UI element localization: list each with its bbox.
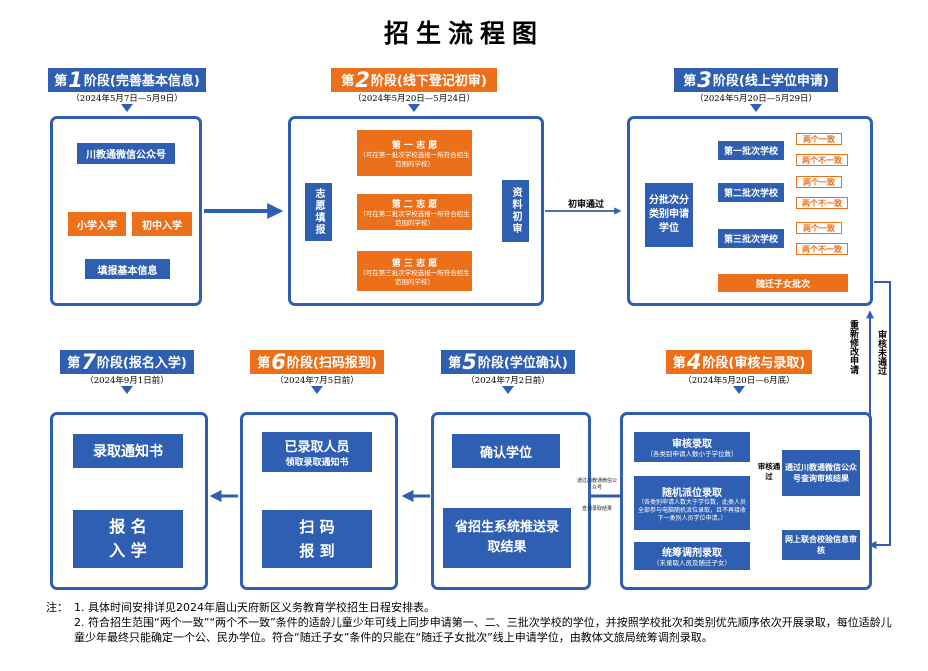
batch-2-notsame-box: 两个不一致 bbox=[796, 197, 848, 209]
first-choice-title: 第 一 志 愿 bbox=[391, 140, 438, 151]
wechat-query-hint-2: 查询录取结果 bbox=[581, 506, 612, 512]
volunteer-fill-box: 志愿填报 bbox=[305, 183, 332, 241]
review-pass-label: 审核通过 bbox=[757, 462, 781, 481]
batch-1-notsame-box: 两个不一致 bbox=[796, 154, 848, 166]
batch-2-box: 第二批次学校 bbox=[718, 183, 784, 202]
admitted-people-label: 已录取人员 bbox=[284, 440, 350, 455]
phase-7-pointer bbox=[121, 386, 133, 394]
review-admit-title: 审核录取 bbox=[672, 439, 712, 450]
scan-report-box: 扫 码 报 到 bbox=[262, 510, 372, 568]
phase-5-header: 第5阶段(学位确认) bbox=[441, 350, 575, 374]
push-result-box: 省招生系统推送录取结果 bbox=[443, 508, 571, 568]
allocate-admit-title: 统筹调剂录取 bbox=[662, 548, 722, 559]
report-label: 报 到 bbox=[299, 542, 335, 560]
review-failed-label: 审核未通过 bbox=[876, 330, 886, 375]
phase-3-date: （2024年5月20日—5月29日） bbox=[694, 94, 818, 104]
phase-7-date: （2024年9月1日前） bbox=[85, 376, 169, 386]
phase-4-header: 第4阶段(审核与录取) bbox=[666, 350, 812, 374]
pass-review-label: 初审通过 bbox=[567, 200, 604, 210]
register-enroll-box: 报 名 入 学 bbox=[73, 510, 183, 568]
collect-notice-label: 领取录取通知书 bbox=[285, 458, 349, 468]
wechat-query-hint: 通过川教通微信公众号 查询录取结果 bbox=[575, 478, 619, 513]
allocate-admit-desc: （未录取人员及随迁子女） bbox=[653, 559, 731, 567]
batch-2-same-box: 两个一致 bbox=[796, 176, 842, 188]
third-choice-desc: （可在第三批次学校选报一所符合招生范围的学校） bbox=[359, 268, 470, 286]
phase-6-header: 第6阶段(扫码报到) bbox=[250, 350, 384, 374]
phase-3-header: 第3阶段(线上学位申请) bbox=[674, 68, 838, 92]
phase-4-pointer bbox=[733, 386, 745, 394]
second-choice-desc: （可在第二批次学校选报一所符合招生范围的学校） bbox=[359, 209, 470, 227]
phase-3-pointer bbox=[750, 104, 762, 112]
phase-2-date: （2024年5月20日—5月24日） bbox=[352, 94, 476, 104]
online-verify-box: 网上联合校验信息审核 bbox=[782, 530, 860, 560]
batch-apply-box: 分批次分类别申请学位 bbox=[645, 183, 693, 247]
lottery-admit-box: 随机派位录取 （各类别申请人数大于学位数，此类人员全部参与电脑随机派位录取，且不… bbox=[634, 476, 750, 530]
scan-label: 扫 码 bbox=[299, 518, 335, 536]
batch-3-box: 第三批次学校 bbox=[718, 229, 784, 248]
phase-7-header: 第7阶段(报名入学) bbox=[60, 350, 194, 374]
second-choice-title: 第 二 志 愿 bbox=[391, 199, 438, 210]
register-label: 报 名 bbox=[109, 517, 147, 536]
resubmit-label: 重新修改申请 bbox=[848, 320, 858, 374]
allocate-admit-box: 统筹调剂录取 （未录取人员及随迁子女） bbox=[634, 542, 750, 570]
phase-1-header: 第1阶段(完善基本信息) bbox=[48, 68, 206, 92]
third-choice-box: 第 三 志 愿 （可在第三批次学校选报一所符合招生范围的学校） bbox=[357, 251, 472, 291]
lottery-admit-desc: （各类别申请人数大于学位数，此类人员全部参与电脑随机派位录取，且不再接收下一类别… bbox=[638, 498, 747, 522]
primary-school-box: 小学入学 bbox=[68, 212, 126, 236]
batch-3-notsame-box: 两个不一致 bbox=[796, 243, 848, 255]
phase-6-date: （2024年7月5日前） bbox=[275, 376, 359, 386]
review-admit-desc: （各类别申请人数小于学位数） bbox=[646, 450, 738, 458]
batch-1-box: 第一批次学校 bbox=[718, 141, 784, 160]
phase-2-pointer bbox=[408, 104, 420, 112]
first-choice-box: 第 一 志 愿 （可在第一批次学校选报一所符合招生范围的学校） bbox=[357, 130, 472, 176]
junior-school-box: 初中入学 bbox=[132, 212, 192, 236]
admission-notice-box: 录取通知书 bbox=[73, 434, 183, 468]
page-title: 招生流程图 bbox=[383, 19, 544, 48]
batch-3-same-box: 两个一致 bbox=[796, 222, 842, 234]
admitted-people-box: 已录取人员 领取录取通知书 bbox=[262, 432, 372, 472]
phase-1-date: （2024年5月7日—5月9日） bbox=[71, 94, 183, 104]
wechat-query-hint-1: 通过川教通微信公众号 bbox=[576, 478, 617, 491]
document-review-box: 资料初审 bbox=[502, 180, 529, 242]
phase-2-header: 第2阶段(线下登记初审) bbox=[331, 68, 497, 92]
phase-4-date: （2024年5月20日—6月底） bbox=[683, 376, 795, 386]
phase-5-pointer bbox=[502, 386, 514, 394]
enroll-label: 入 学 bbox=[109, 541, 147, 560]
batch-1-same-box: 两个一致 bbox=[796, 133, 842, 145]
note-2: 2. 符合招生范围“两个一致”“两个不一致”条件的适龄儿童少年可线上同步申请第一… bbox=[74, 616, 892, 644]
notes-label: 注： bbox=[46, 601, 68, 614]
first-choice-desc: （可在第一批次学校选报一所符合招生范围的学校） bbox=[359, 150, 470, 168]
note-1: 1. 具体时间安排详见2024年眉山天府新区义务教育学校招生日程安排表。 bbox=[74, 601, 435, 614]
wechat-account-box: 川教通微信公众号 bbox=[77, 143, 175, 164]
query-result-box: 通过川教通微信公众号查询审核结果 bbox=[782, 450, 860, 496]
lottery-admit-title: 随机派位录取 bbox=[662, 487, 722, 499]
phase-1-pointer bbox=[121, 104, 133, 112]
third-choice-title: 第 三 志 愿 bbox=[391, 258, 438, 269]
phase-5-date: （2024年7月2日前） bbox=[466, 376, 550, 386]
fill-basic-info-box: 填报基本信息 bbox=[85, 259, 170, 279]
phase-6-pointer bbox=[311, 386, 323, 394]
confirm-seat-box: 确认学位 bbox=[452, 434, 560, 468]
review-admit-box: 审核录取 （各类别申请人数小于学位数） bbox=[634, 432, 750, 462]
migrant-batch-box: 随迁子女批次 bbox=[718, 274, 848, 292]
second-choice-box: 第 二 志 愿 （可在第二批次学校选报一所符合招生范围的学校） bbox=[357, 194, 472, 230]
